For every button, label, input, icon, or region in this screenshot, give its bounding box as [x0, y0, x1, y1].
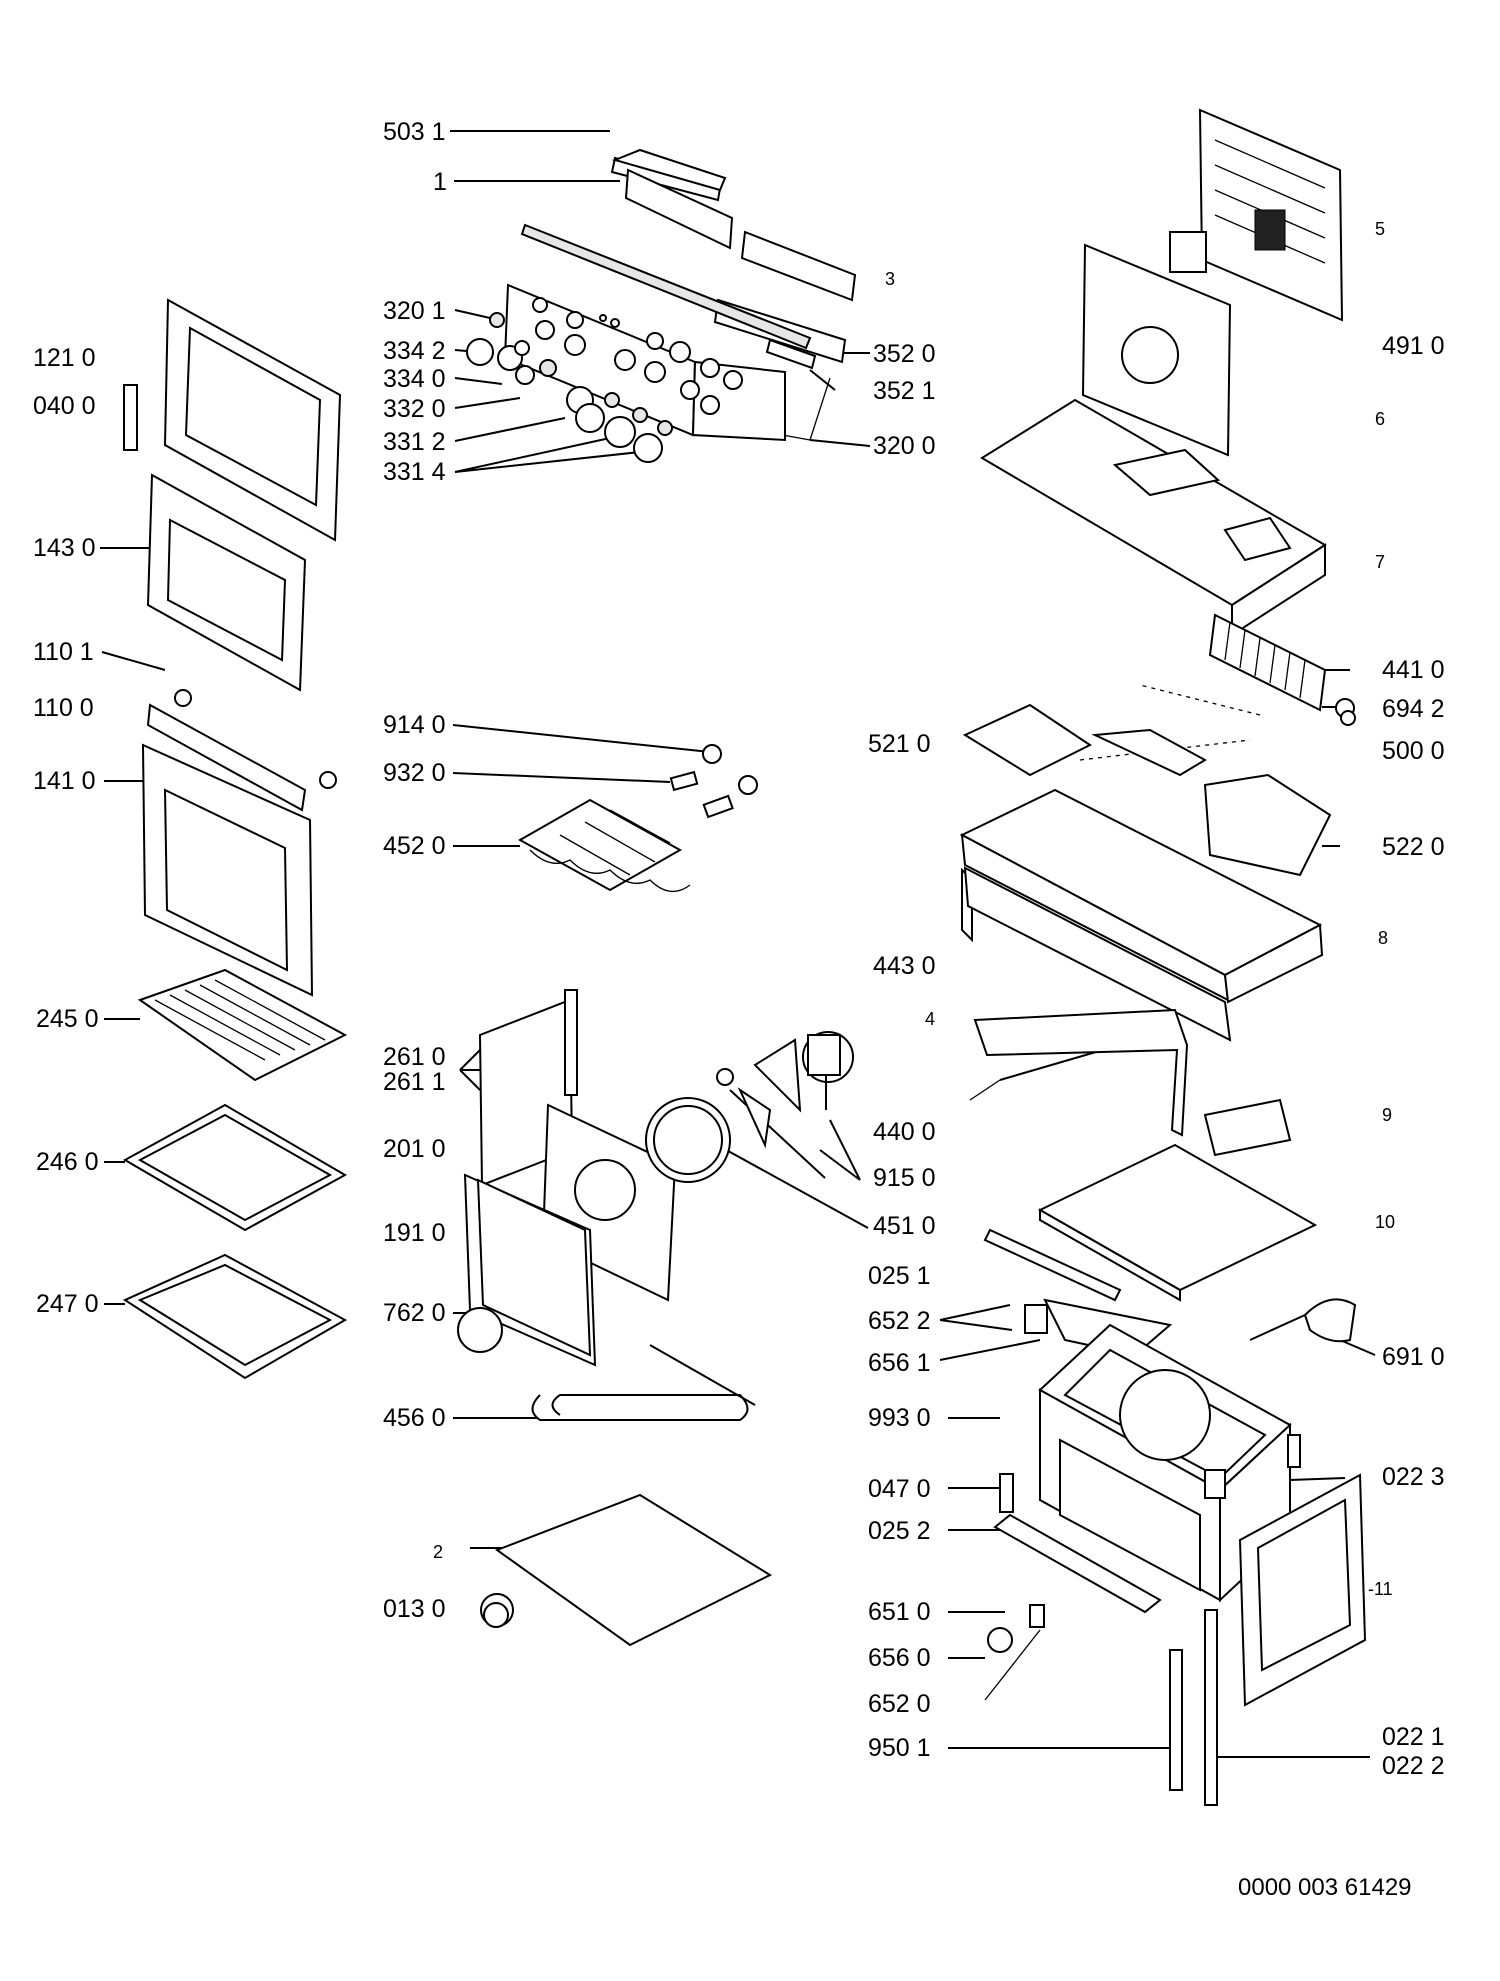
label-656-0: 656 0: [868, 1644, 931, 1672]
right-lower-parts: [973, 1008, 1367, 1806]
label-332-0: 332 0: [383, 395, 446, 423]
label-minus-11: -11: [1368, 1579, 1393, 1599]
label-5: 5: [1375, 219, 1386, 239]
label-8: 8: [1378, 928, 1389, 948]
label-320-1: 320 1: [383, 297, 446, 325]
label-025-1: 025 1: [868, 1262, 931, 1290]
label-9: 9: [1382, 1105, 1393, 1125]
label-201-0: 201 0: [383, 1135, 446, 1163]
label-245-0: 245 0: [36, 1005, 99, 1033]
label-440-0: 440 0: [873, 1118, 936, 1146]
label-914-0: 914 0: [383, 711, 446, 739]
label-261-0: 261 0: [383, 1043, 446, 1071]
label-022-3: 022 3: [1382, 1463, 1445, 1491]
label-191-0: 191 0: [383, 1219, 446, 1247]
label-022-1: 022 1: [1382, 1723, 1445, 1751]
label-047-0: 047 0: [868, 1475, 931, 1503]
label-521-0: 521 0: [868, 730, 931, 758]
small-round-parts: [483, 710, 1356, 1628]
right-upper-parts: [959, 108, 1355, 1042]
label-652-2: 652 2: [868, 1307, 931, 1335]
fan-cylinder: [1208, 613, 1327, 712]
label-6: 6: [1375, 409, 1386, 429]
label-10: 10: [1375, 1212, 1396, 1232]
label-110-1: 110 1: [33, 638, 94, 666]
label-261-1: 261 1: [383, 1068, 446, 1096]
control-panel-parts: [466, 148, 857, 463]
rack-wires: [154, 979, 326, 1061]
document-number: 0000 003 61429: [1238, 1874, 1412, 1901]
label-7: 7: [1375, 552, 1386, 572]
label-452-0: 452 0: [383, 832, 446, 860]
racks-and-trays: [122, 968, 348, 1380]
label-993-0: 993 0: [868, 1404, 931, 1432]
label-2: 2: [433, 1542, 444, 1562]
label-652-0: 652 0: [868, 1690, 931, 1718]
label-503-1: 503 1: [383, 118, 446, 146]
label-950-1: 950 1: [868, 1734, 931, 1762]
label-4: 4: [925, 1009, 936, 1029]
label-013-0: 013 0: [383, 1595, 446, 1623]
label-443-0: 443 0: [873, 952, 936, 980]
label-1: 1: [433, 168, 447, 196]
label-331-4: 331 4: [383, 458, 446, 486]
label-691-0: 691 0: [1382, 1343, 1445, 1371]
label-143-0: 143 0: [33, 534, 96, 562]
label-656-1: 656 1: [868, 1349, 931, 1377]
knobs: [466, 312, 673, 463]
label-522-0: 522 0: [1382, 833, 1445, 861]
label-915-0: 915 0: [873, 1164, 936, 1192]
label-651-0: 651 0: [868, 1598, 931, 1626]
knob-holes: [532, 297, 743, 415]
label-352-1: 352 1: [873, 377, 936, 405]
vent-slots: [1214, 139, 1326, 264]
label-500-0: 500 0: [1382, 737, 1445, 765]
label-121-0: 121 0: [33, 344, 96, 372]
label-320-0: 320 0: [873, 432, 936, 460]
label-110-0: 110 0: [33, 694, 94, 722]
label-3: 3: [885, 269, 896, 289]
label-491-0: 491 0: [1382, 332, 1445, 360]
label-025-2: 025 2: [868, 1517, 931, 1545]
label-334-0: 334 0: [383, 365, 446, 393]
middle-parts: [457, 744, 854, 1647]
label-762-0: 762 0: [383, 1299, 446, 1327]
door-parts: [123, 298, 342, 997]
label-694-2: 694 2: [1382, 695, 1445, 723]
label-247-0: 247 0: [36, 1290, 99, 1318]
label-456-0: 456 0: [383, 1404, 446, 1432]
label-246-0: 246 0: [36, 1148, 99, 1176]
label-932-0: 932 0: [383, 759, 446, 787]
label-331-2: 331 2: [383, 428, 446, 456]
label-334-2: 334 2: [383, 337, 446, 365]
label-451-0: 451 0: [873, 1212, 936, 1240]
label-352-0: 352 0: [873, 340, 936, 368]
label-441-0: 441 0: [1382, 656, 1445, 684]
label-040-0: 040 0: [33, 392, 96, 420]
label-141-0: 141 0: [33, 767, 96, 795]
label-022-2: 022 2: [1382, 1752, 1445, 1780]
